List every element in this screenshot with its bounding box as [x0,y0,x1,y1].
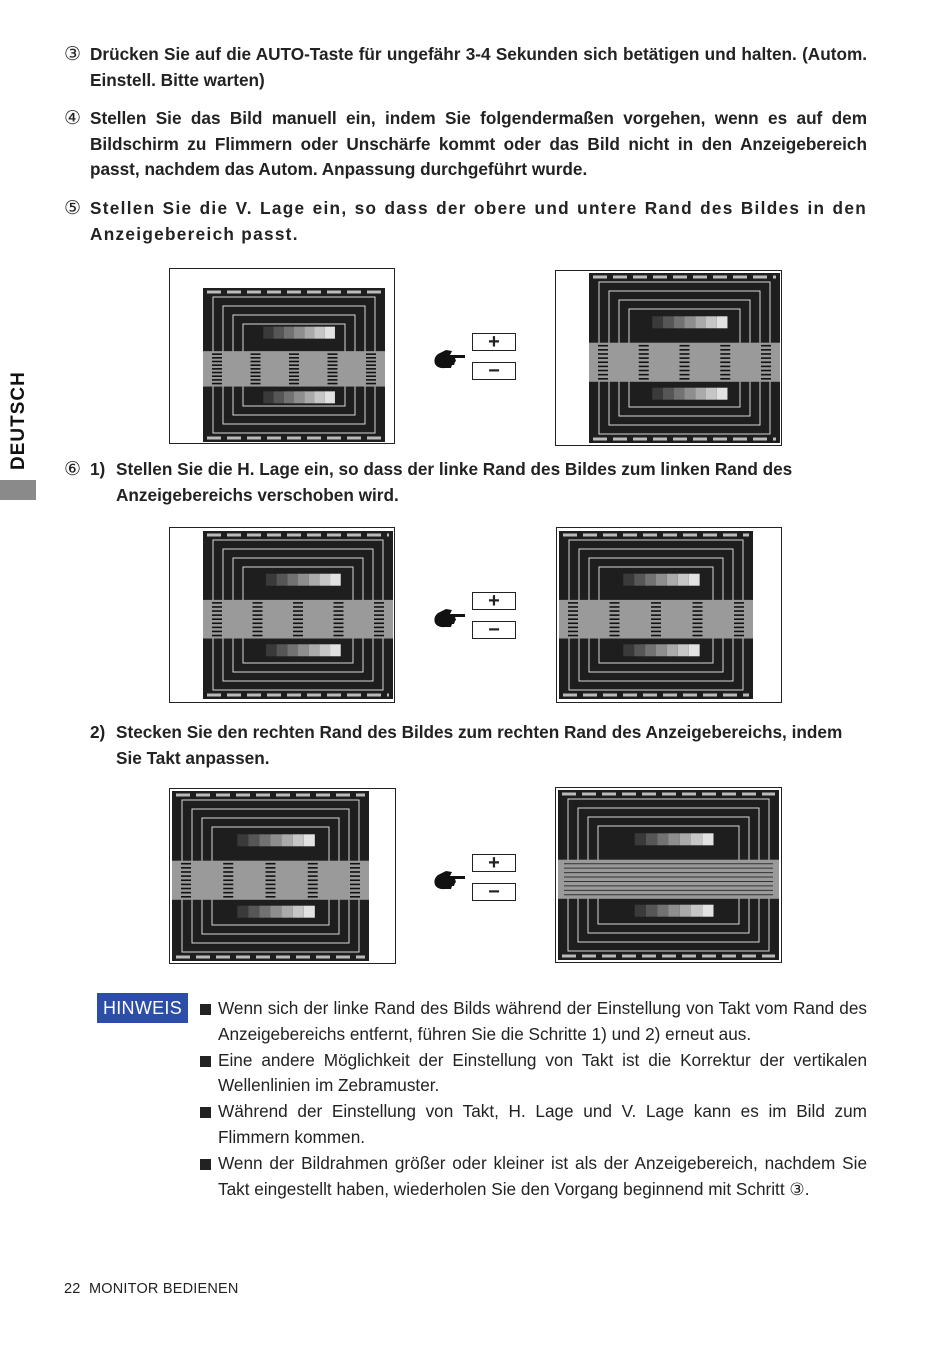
step-3-number: ③ [64,44,82,65]
page-footer: 22 MONITOR BEDIENEN [64,1281,239,1297]
step-3-text: Drücken Sie auf die AUTO-Taste für ungef… [90,44,867,90]
plus-button-icon: + [472,591,516,611]
note-item: Eine andere Möglichkeit der Einstellung … [200,1048,867,1100]
test-pattern [203,288,385,442]
pattern-after-v-position [555,270,782,446]
language-tab-marker [0,480,36,500]
pattern-after-clock [555,787,782,963]
bullet-square-icon [200,1004,211,1015]
note-item-text: Während der Einstellung von Takt, H. Lag… [218,1101,867,1147]
step-4: ④ Stellen Sie das Bild manuell ein, inde… [64,106,867,183]
substep-2-text: Stecken Sie den rechten Rand des Bildes … [116,722,843,768]
footer-section: MONITOR BEDIENEN [89,1281,239,1297]
note-item: Während der Einstellung von Takt, H. Lag… [200,1099,867,1151]
test-pattern [559,531,753,699]
test-pattern [558,790,779,960]
test-pattern [203,531,393,699]
page-number: 22 [64,1281,81,1297]
substep-1-number: 1) [90,459,106,479]
note-item: Wenn sich der linke Rand des Bilds währe… [200,996,867,1048]
minus-button-icon: − [472,361,516,381]
note-list: Wenn sich der linke Rand des Bilds währe… [200,996,867,1202]
pattern-before-v-position [169,268,395,444]
pattern-after-h-position [556,527,782,703]
pointing-hand-icon [434,871,465,890]
note-item: Wenn der Bildrahmen größer oder kleiner … [200,1151,867,1203]
step-5-number: ⑤ [64,198,82,219]
test-pattern [172,791,369,961]
plus-button-icon: + [472,332,516,352]
bullet-square-icon [200,1107,211,1119]
step-4-number: ④ [64,108,82,129]
step-5: ⑤ Stellen Sie die V. Lage ein, so dass d… [64,196,867,247]
step-4-text: Stellen Sie das Bild manuell ein, indem … [90,108,867,179]
step-3: ③ Drücken Sie auf die AUTO-Taste für ung… [64,42,867,93]
test-pattern [589,273,780,443]
note-item-text: Wenn der Bildrahmen größer oder kleiner … [218,1152,867,1199]
language-label: DEUTSCH [8,371,29,470]
pointing-hand-icon [434,350,465,369]
substep-1: 1) Stellen Sie die H. Lage ein, so dass … [90,457,850,508]
note-item-text: Wenn sich der linke Rand des Bilds währe… [218,998,867,1044]
bullet-square-icon [200,1055,211,1067]
pattern-before-h-position [169,527,395,703]
note-badge: HINWEIS [97,993,188,1023]
step-6-number: ⑥ [64,459,82,480]
substep-2: 2) Stecken Sie den rechten Rand des Bild… [90,720,850,771]
substep-1-text: Stellen Sie die H. Lage ein, so dass der… [116,459,793,505]
pointing-hand-icon [434,609,465,628]
note-item-text: Eine andere Möglichkeit der Einstellung … [218,1049,867,1096]
minus-button-icon: − [472,620,516,640]
substep-2-number: 2) [90,722,106,742]
step-5-text: Stellen Sie die V. Lage ein, so dass der… [90,198,867,244]
minus-button-icon: − [472,882,516,902]
bullet-square-icon [200,1158,211,1170]
plus-button-icon: + [472,853,516,873]
pattern-before-clock [169,788,396,964]
